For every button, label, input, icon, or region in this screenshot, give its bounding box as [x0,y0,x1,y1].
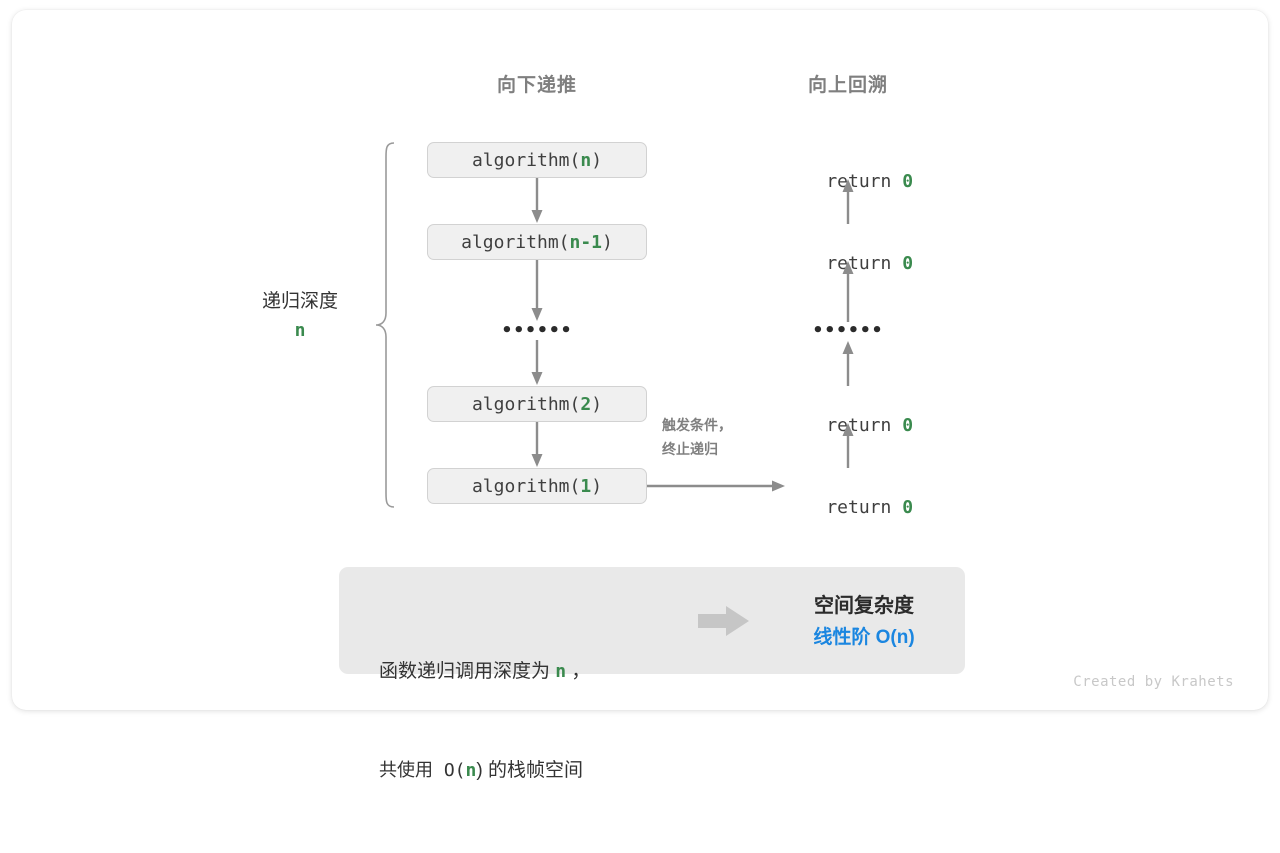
trigger-condition-note: 触发条件， 终止递归 [662,413,732,461]
return-statement: return 0 [738,394,958,457]
diagram-card: 向下递推 向上回溯 递归深度 n algorithm(n) algorithm(… [12,10,1268,781]
call-frame-suffix: ) [602,231,613,253]
depth-brace-icon [372,135,398,515]
summary-description: 函数递归调用深度为 n ， 共使用 O(n) 的栈帧空间 [379,589,590,853]
call-frame-arg: n [580,149,592,171]
column-header-upward: 向上回溯 [807,75,888,96]
upward-arrow-icon [837,422,859,468]
summary-line2-n: n [465,760,477,781]
complexity-summary-panel: 函数递归调用深度为 n ， 共使用 O(n) 的栈帧空间 空间复杂度 线性阶 O… [339,567,965,781]
return-statement: return 0 [738,476,958,539]
base-case-arrow-icon [647,475,787,497]
call-frame-box[interactable]: algorithm(n) [427,142,647,178]
credit-footer: Created by Krahets [1073,674,1234,690]
summary-line1-text-a: 函数递归调用深度为 [379,661,556,682]
return-value: 0 [902,253,914,274]
call-frame-suffix: ) [591,475,603,497]
trigger-condition-line2: 终止递归 [662,441,718,457]
return-keyword: return [826,497,903,518]
summary-arrow-icon [698,605,750,637]
recursion-depth-title: 递归深度 [261,291,338,312]
summary-conclusion: 空间复杂度 线性阶 O(n) [769,590,959,654]
summary-line2-text-b: ) 的栈帧空间 [476,760,583,781]
downward-arrow-icon [526,260,548,322]
call-frame-box[interactable]: algorithm(1) [427,468,647,504]
recursion-depth-value: n [294,320,306,341]
column-header-downward: 向下递推 [496,75,577,96]
return-statement: return 0 [738,232,958,295]
return-keyword: return [826,415,903,436]
summary-line1-n: n [555,661,567,682]
call-frame-suffix: ) [591,149,603,171]
call-frame-prefix: algorithm( [461,231,570,253]
call-stack-ellipsis: •••••• [501,320,573,341]
space-complexity-value: 线性阶 O(n) [813,627,915,648]
upward-arrow-icon [837,260,859,322]
return-keyword: return [826,253,903,274]
call-frame-arg: 2 [580,393,592,415]
summary-line-1: 函数递归调用深度为 n ， [379,655,590,688]
return-value: 0 [902,497,914,518]
return-statement: return 0 [738,150,958,213]
call-frame-arg: n-1 [569,231,603,253]
call-frame-arg: 1 [580,475,592,497]
upward-arrow-icon [837,340,859,386]
call-frame-prefix: algorithm( [471,475,581,497]
summary-line-2: 共使用 O(n) 的栈帧空间 [379,754,590,787]
recursion-depth-label: 递归深度 n [215,287,385,345]
call-frame-box[interactable]: algorithm(2) [427,386,647,422]
return-ellipsis: •••••• [812,320,884,341]
call-frame-prefix: algorithm( [471,393,581,415]
downward-arrow-icon [526,340,548,386]
return-value: 0 [902,415,914,436]
call-frame-suffix: ) [591,393,603,415]
call-frame-prefix: algorithm( [471,149,581,171]
space-complexity-title: 空间复杂度 [814,595,914,617]
downward-arrow-icon [526,422,548,468]
call-frame-box[interactable]: algorithm(n-1) [427,224,647,260]
summary-line2-text-a: 共使用 O( [379,760,466,781]
return-value: 0 [902,171,914,192]
trigger-condition-line1: 触发条件， [662,417,732,433]
summary-line1-text-b: ， [566,661,591,682]
downward-arrow-icon [526,178,548,224]
upward-arrow-icon [837,178,859,224]
return-keyword: return [826,171,903,192]
